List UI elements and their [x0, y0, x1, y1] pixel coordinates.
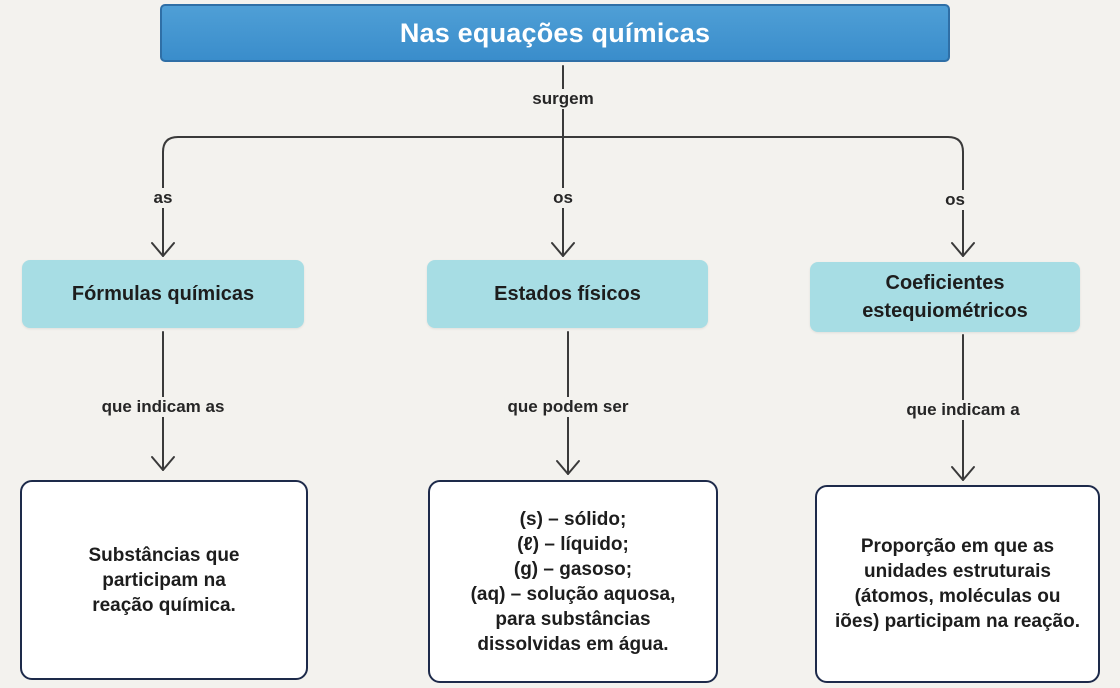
leaf-text-line: participam na: [102, 569, 226, 591]
concept-box-formulas: Fórmulas químicas: [22, 260, 304, 328]
leaf-text-line: iões) participam na reação.: [835, 611, 1080, 632]
link-label-middle: os: [550, 188, 576, 208]
concept-box-physical-states: Estados físicos: [427, 260, 708, 328]
leaf-text-line: reação química.: [92, 594, 236, 616]
arrow-head-right: [951, 242, 975, 257]
arrow-head-left: [151, 242, 175, 257]
leaf-text-line: (s) – sólido;: [519, 508, 627, 530]
link-label-left-bottom: que indicam as: [98, 397, 228, 417]
leaf-text-line: (átomos, moléculas ou: [854, 586, 1061, 607]
concept-text: Fórmulas químicas: [71, 283, 255, 305]
leaf-text-line: (aq) – solução aquosa,: [470, 583, 676, 605]
leaf-text-line: unidades estruturais: [864, 561, 1051, 582]
leaf-text-line: Substâncias que: [88, 544, 240, 566]
link-label-left: as: [150, 188, 176, 208]
leaf-box-proportion: Proporção em que as unidades estruturais…: [815, 485, 1100, 683]
link-label-main: surgem: [529, 89, 597, 109]
leaf-box-substances: Substâncias que participam na reação quí…: [20, 480, 308, 680]
concept-text-line: estequiométricos: [862, 300, 1028, 322]
leaf-text-line: para substâncias: [495, 608, 651, 630]
concept-text: Estados físicos: [494, 283, 641, 305]
leaf-text-line: Proporção em que as: [860, 536, 1055, 557]
leaf-text-line: (g) – gasoso;: [513, 558, 633, 580]
concept-box-coefficients: Coeficientes estequiométricos: [810, 262, 1080, 332]
sub-arrow-head-middle: [556, 460, 580, 475]
leaf-text-line: dissolvidas em água.: [477, 633, 669, 655]
title-text: Nas equações químicas: [399, 17, 711, 48]
sub-arrow-head-right: [951, 466, 975, 481]
leaf-text-line: (ℓ) – líquido;: [517, 533, 629, 555]
link-label-middle-bottom: que podem ser: [504, 397, 632, 417]
link-label-right-bottom: que indicam a: [903, 400, 1023, 420]
link-label-right: os: [942, 190, 968, 210]
concept-text-line: Coeficientes: [885, 272, 1005, 294]
title-box: Nas equações químicas: [160, 4, 950, 62]
sub-arrow-head-left: [151, 456, 175, 471]
arrow-head-middle: [551, 242, 575, 257]
leaf-box-states: (s) – sólido; (ℓ) – líquido; (g) – gasos…: [428, 480, 718, 683]
